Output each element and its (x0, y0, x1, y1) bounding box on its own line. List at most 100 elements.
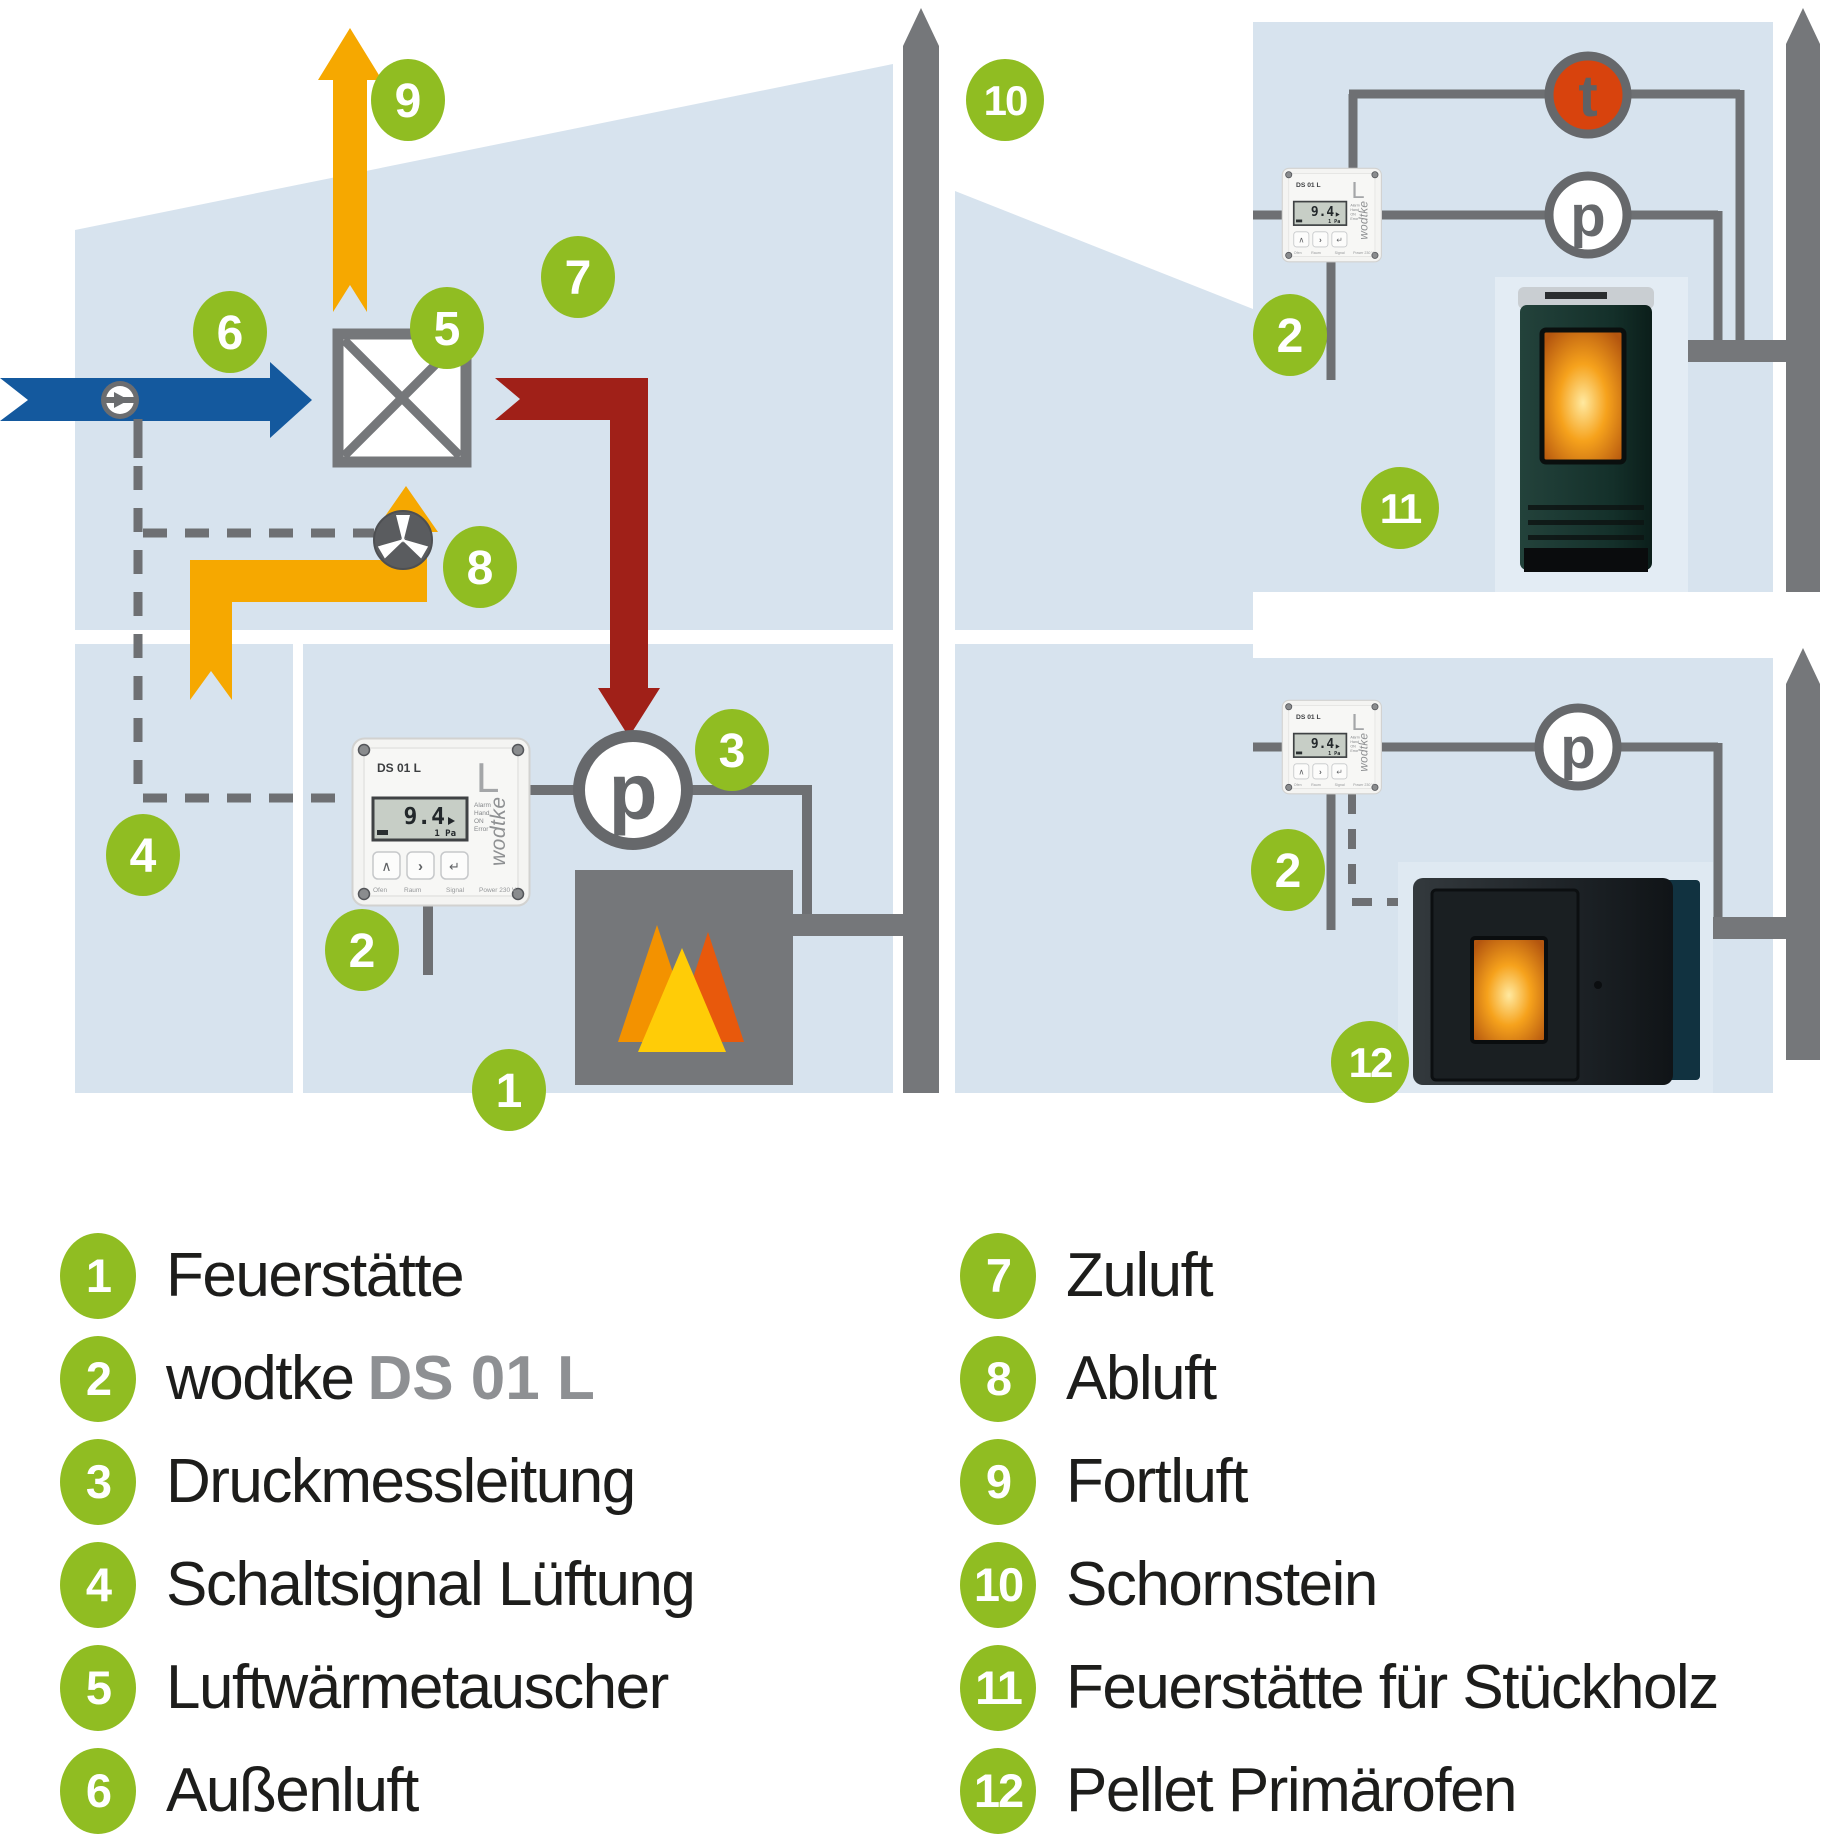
legend-badge: 8 (960, 1335, 1036, 1422)
floor-gap (75, 630, 893, 644)
flue-connector (1690, 917, 1787, 939)
badge-12 (1331, 1021, 1409, 1103)
ds01l-device-main (351, 737, 531, 907)
temperature-sensor-circle: t (1544, 51, 1632, 139)
badge-2 (325, 909, 399, 991)
chimney-main (903, 8, 939, 1093)
flame-icon (638, 948, 726, 1052)
badge-2-panel11 (1253, 294, 1327, 376)
svg-text:5: 5 (434, 303, 461, 356)
firebox (575, 870, 793, 1085)
svg-text:2: 2 (1275, 845, 1302, 898)
fire-window (1470, 936, 1548, 1044)
badge-2-panel12 (1251, 829, 1325, 911)
legend-label: Fortluft (1066, 1447, 1248, 1516)
legend-item-6: 6 Außenluft (60, 1739, 694, 1839)
legend-label: Schornstein (1066, 1550, 1378, 1619)
svg-text:2: 2 (1277, 310, 1304, 363)
legend-label: Außenluft (166, 1756, 419, 1825)
svg-text:7: 7 (565, 252, 592, 305)
legend-label-bold: DS 01 L (367, 1344, 595, 1413)
legend-item-7: 7 Zuluft (960, 1224, 1718, 1327)
legend-badge: 4 (60, 1541, 136, 1628)
legend-badge: 3 (60, 1438, 136, 1525)
zuluft-arrow (495, 378, 660, 737)
stove-stueckholz-photo (1495, 277, 1688, 592)
svg-text:10: 10 (984, 77, 1027, 124)
legend-badge: 5 (60, 1644, 136, 1731)
svg-text:p: p (1560, 716, 1595, 781)
legend-badge: 9 (960, 1438, 1036, 1525)
legend-item-4: 4 Schaltsignal Lüftung (60, 1533, 696, 1636)
svg-text:8: 8 (467, 542, 494, 595)
chimney-panel12 (1786, 648, 1820, 1060)
svg-text:2: 2 (349, 925, 376, 978)
legend-label: Feuerstätte (166, 1241, 465, 1310)
ds01l-device-panel11 (1281, 167, 1383, 263)
legend-badge: 1 (60, 1232, 136, 1319)
legend-label: Abluft (1066, 1344, 1217, 1413)
legend-badge: 7 (960, 1232, 1036, 1319)
badge-6 (193, 291, 267, 373)
legend-badge: 11 (960, 1644, 1036, 1731)
badge-4 (106, 814, 180, 896)
ds01l-device-panel12 (1281, 699, 1383, 795)
badge-1 (472, 1049, 546, 1131)
legend-label: Zuluft (1066, 1241, 1214, 1310)
legend-item-1: 1 Feuerstätte (60, 1224, 694, 1327)
legend-label: Feuerstätte für Stückholz (1066, 1653, 1719, 1722)
badge-5 (410, 287, 484, 369)
svg-text:t: t (1578, 64, 1597, 129)
fan-icon (373, 510, 433, 570)
legend-item-10: 10 Schornstein (960, 1533, 1718, 1636)
legend-item-12: 12 Pellet Primärofen (960, 1739, 1718, 1839)
svg-text:6: 6 (217, 307, 244, 360)
legend-item-8: 8 Abluft (960, 1327, 1718, 1430)
svg-text:3: 3 (719, 725, 746, 778)
svg-text:4: 4 (130, 830, 157, 883)
stove-pellet-photo (1398, 862, 1713, 1093)
legend-badge: 6 (60, 1747, 136, 1834)
legend-item-3: 3 Druckmessleitung (60, 1430, 694, 1533)
svg-text:12: 12 (1349, 1039, 1392, 1086)
pressure-sensor-circle: p (573, 730, 693, 850)
abluft-arrow (190, 486, 438, 700)
svg-text:p: p (609, 747, 658, 836)
fire-window (1539, 327, 1627, 465)
legend-label: Schaltsignal Lüftung (166, 1550, 696, 1619)
heat-exchanger (332, 328, 472, 468)
legend-item-11: 11 Feuerstätte für Stückholz (960, 1636, 1719, 1739)
legend-badge: 2 (60, 1335, 136, 1422)
pressure-sensor-circle: p (1534, 703, 1622, 791)
flue-connector (793, 914, 903, 936)
pressure-sensor-circle: p (1544, 171, 1632, 259)
badge-7 (541, 236, 615, 318)
chimney-panel11 (1786, 8, 1820, 592)
schematic-diagram: DS 01 L L wodtke 9.4 1 Pa Alarm Hand ON … (0, 8, 1820, 1131)
badge-8 (443, 526, 517, 608)
svg-text:p: p (1570, 184, 1605, 249)
legend-label: Pellet Primärofen (1066, 1756, 1518, 1825)
wall-gap (293, 644, 303, 1093)
legend-badge: 10 (960, 1541, 1036, 1628)
badge-11 (1361, 467, 1439, 549)
badge-9 (371, 59, 445, 141)
legend-badge: 12 (960, 1747, 1036, 1834)
svg-text:1: 1 (496, 1065, 523, 1118)
floor-gap (955, 630, 1253, 644)
legend-label: Luftwärmetauscher (166, 1653, 669, 1722)
legend-label: Druckmessleitung (166, 1447, 636, 1516)
aussenluft-arrow (0, 362, 312, 438)
svg-text:9: 9 (395, 75, 422, 128)
svg-text:11: 11 (1380, 485, 1422, 532)
legend-label-text: wodtke (166, 1344, 355, 1413)
diagram-badges: 1 2 3 4 5 6 7 8 9 10 2 11 2 12 (106, 59, 1439, 1131)
legend-item-9: 9 Fortluft (960, 1430, 1718, 1533)
legend-item-5: 5 Luftwärmetauscher (60, 1636, 694, 1739)
badge-10 (966, 59, 1044, 141)
fortluft-arrow (318, 28, 382, 312)
badge-3 (695, 709, 769, 791)
